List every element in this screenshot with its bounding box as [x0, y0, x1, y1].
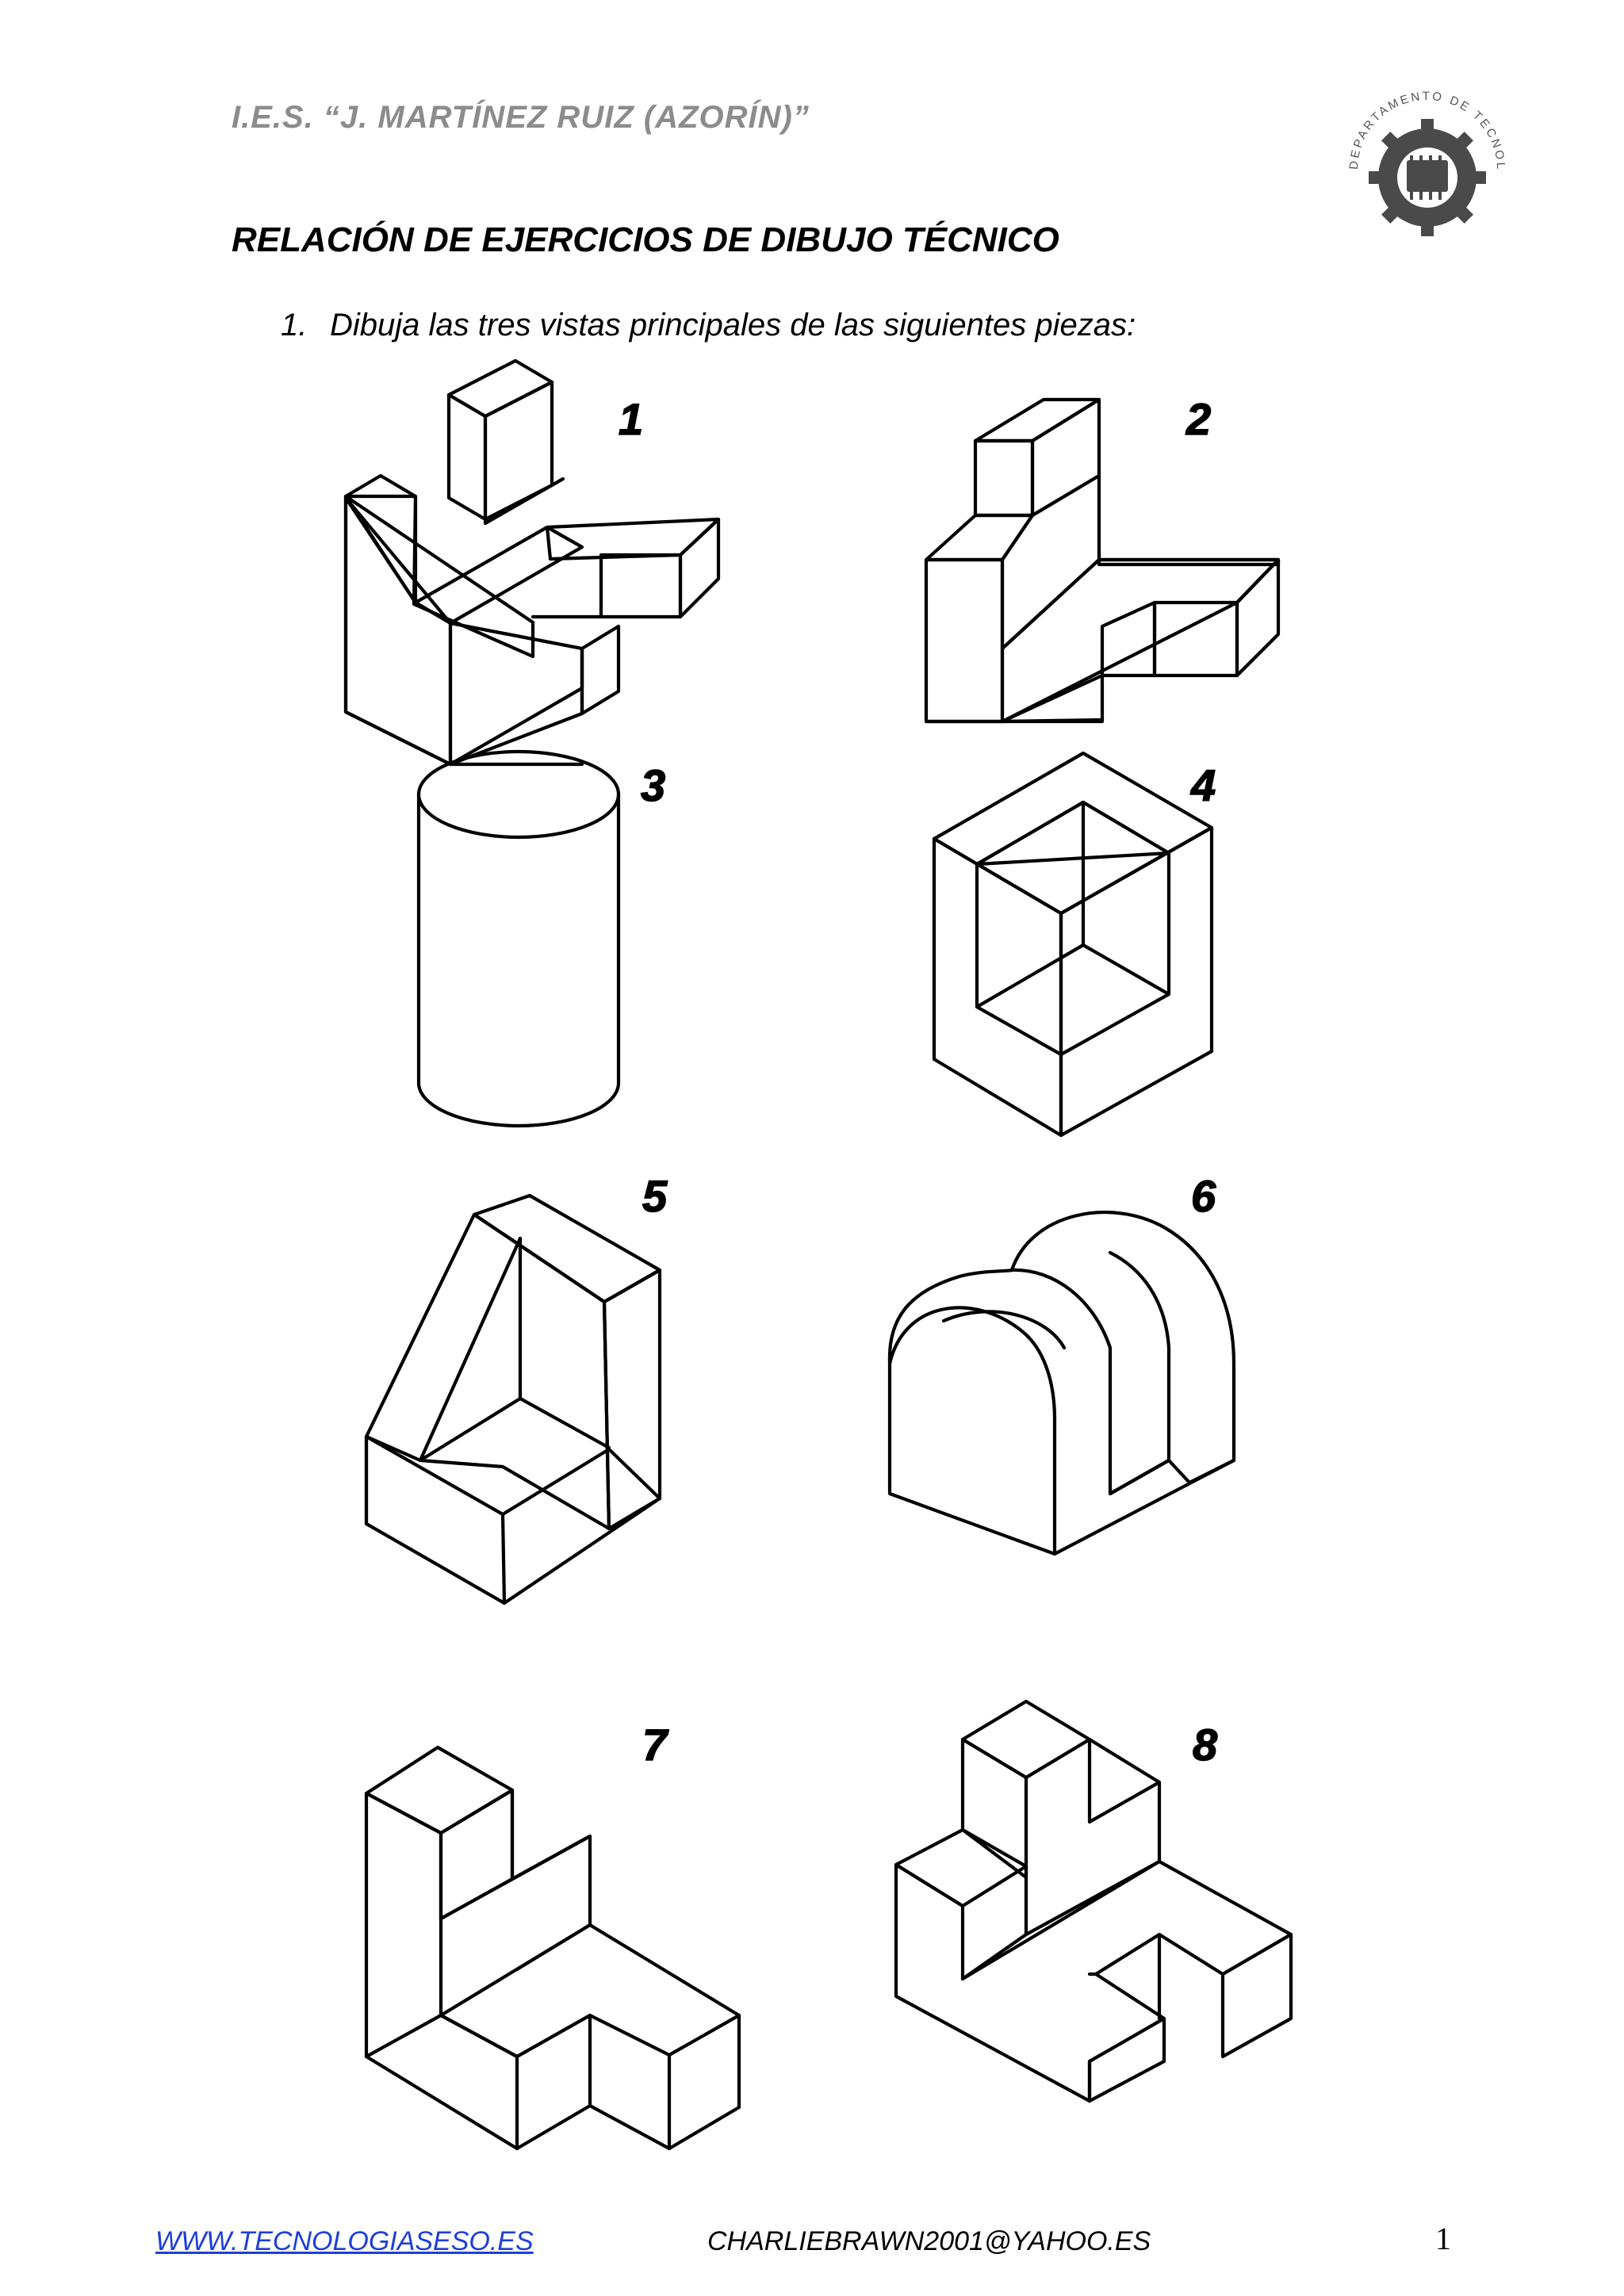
piece-6-label: 6 [1191, 1171, 1216, 1221]
piece-1-label: 1 [619, 394, 643, 444]
piece-8-label: 8 [1193, 1720, 1218, 1770]
piece-5-drawing: 5 [364, 1170, 668, 1605]
piece-8-drawing: 8 [894, 1699, 1293, 2103]
document-title: RELACIÓN DE EJERCICIOS DE DIBUJO TÉCNICO [232, 220, 1059, 259]
school-name-header: I.E.S. “J. MARTÍNEZ RUIZ (AZORÍN)” [232, 100, 810, 135]
piece-5-label: 5 [642, 1171, 668, 1221]
piece-4-drawing: 4 [932, 751, 1216, 1138]
page-number: 1 [1435, 2221, 1451, 2256]
chip-icon [1407, 155, 1448, 200]
piece-4-label: 4 [1190, 760, 1216, 810]
piece-3-label: 3 [641, 760, 665, 810]
piece-2-drawing: 2 [924, 393, 1281, 724]
footer-email: CHARLIEBRAWN2001@YAHOO.ES [707, 2226, 1151, 2256]
footer-website-link[interactable]: WWW.TECNOLOGIASESO.ES [155, 2226, 534, 2256]
piece-7-drawing: 7 [364, 1719, 741, 2151]
department-logo: DEPARTAMENTO DE TECNOLOGÍA [1334, 76, 1505, 236]
exercise-text: Dibuja las tres vistas principales de la… [330, 308, 1136, 342]
piece-7-label: 7 [642, 1720, 669, 1770]
exercise-statement: 1. Dibuja las tres vistas principales de … [281, 308, 1136, 343]
piece-1-drawing: 1 [343, 358, 721, 767]
piece-6-drawing: 6 [887, 1170, 1236, 1556]
exercise-number: 1. [281, 308, 308, 342]
piece-3-drawing: 3 [416, 749, 666, 1128]
piece-2-label: 2 [1185, 394, 1211, 444]
